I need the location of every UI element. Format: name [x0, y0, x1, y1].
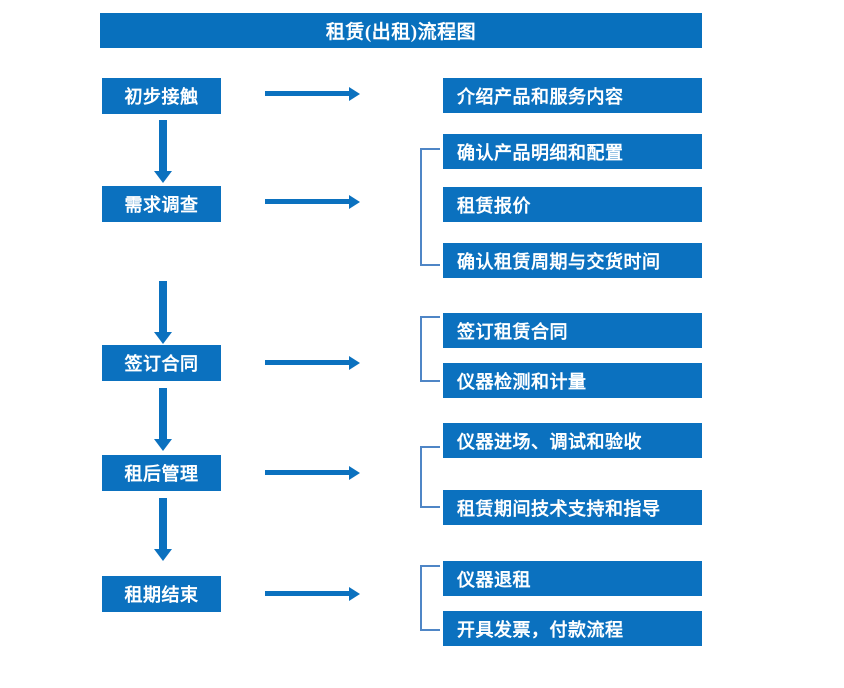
stage-node-2-label: 需求调查 — [124, 195, 199, 215]
detail-node-4-2[interactable]: 租赁期间技术支持和指导 — [443, 490, 702, 525]
detail-node-4-2-label: 租赁期间技术支持和指导 — [457, 498, 661, 519]
flow-arrow-stage-4-to-details — [265, 470, 350, 475]
flow-arrow-stage-1-to-details — [265, 91, 350, 96]
stage-node-4[interactable]: 租后管理 — [102, 455, 221, 491]
stage-node-5-label: 租期结束 — [124, 585, 199, 605]
group-bracket-stage-5 — [420, 565, 440, 631]
detail-node-3-2[interactable]: 仪器检测和计量 — [443, 363, 702, 398]
detail-node-1-1-label: 介绍产品和服务内容 — [457, 86, 624, 107]
detail-node-2-2[interactable]: 租赁报价 — [443, 187, 702, 222]
detail-node-5-1-label: 仪器退租 — [457, 569, 531, 590]
detail-node-3-1-label: 签订租赁合同 — [457, 321, 568, 342]
detail-node-4-1-label: 仪器进场、调试和验收 — [457, 431, 642, 452]
flow-arrow-stage-3-to-details — [265, 360, 350, 365]
detail-node-2-1[interactable]: 确认产品明细和配置 — [443, 134, 702, 169]
page-title: 租赁(出租)流程图 — [100, 13, 702, 48]
detail-node-2-1-label: 确认产品明细和配置 — [457, 142, 624, 163]
detail-node-5-1[interactable]: 仪器退租 — [443, 561, 702, 596]
detail-node-4-1[interactable]: 仪器进场、调试和验收 — [443, 423, 702, 458]
flow-arrow-stage-2-to-details — [265, 199, 350, 204]
stage-node-1[interactable]: 初步接触 — [102, 78, 221, 114]
stage-node-5[interactable]: 租期结束 — [102, 576, 221, 612]
detail-node-3-2-label: 仪器检测和计量 — [457, 371, 587, 392]
group-bracket-stage-2 — [420, 148, 440, 266]
detail-node-5-2[interactable]: 开具发票，付款流程 — [443, 611, 702, 646]
flow-arrow-stage-5-to-details — [265, 591, 350, 596]
detail-node-2-3-label: 确认租赁周期与交货时间 — [457, 251, 661, 272]
stage-node-3-label: 签订合同 — [124, 354, 199, 374]
stage-node-4-label: 租后管理 — [124, 464, 199, 484]
stage-node-2[interactable]: 需求调查 — [102, 186, 221, 222]
stage-node-3[interactable]: 签订合同 — [102, 345, 221, 381]
flow-arrow-stage-1-to-stage-2 — [159, 120, 167, 172]
flow-arrow-stage-4-to-stage-5 — [159, 498, 167, 550]
detail-node-2-3[interactable]: 确认租赁周期与交货时间 — [443, 243, 702, 278]
detail-node-1-1[interactable]: 介绍产品和服务内容 — [443, 78, 702, 113]
stage-node-1-label: 初步接触 — [124, 87, 199, 107]
flow-arrow-stage-3-to-stage-4 — [159, 388, 167, 440]
group-bracket-stage-4 — [420, 446, 440, 508]
detail-node-2-2-label: 租赁报价 — [457, 195, 531, 216]
detail-node-3-1[interactable]: 签订租赁合同 — [443, 313, 702, 348]
detail-node-5-2-label: 开具发票，付款流程 — [457, 619, 624, 640]
flow-arrow-stage-2-to-stage-3 — [159, 281, 167, 333]
group-bracket-stage-3 — [420, 316, 440, 382]
